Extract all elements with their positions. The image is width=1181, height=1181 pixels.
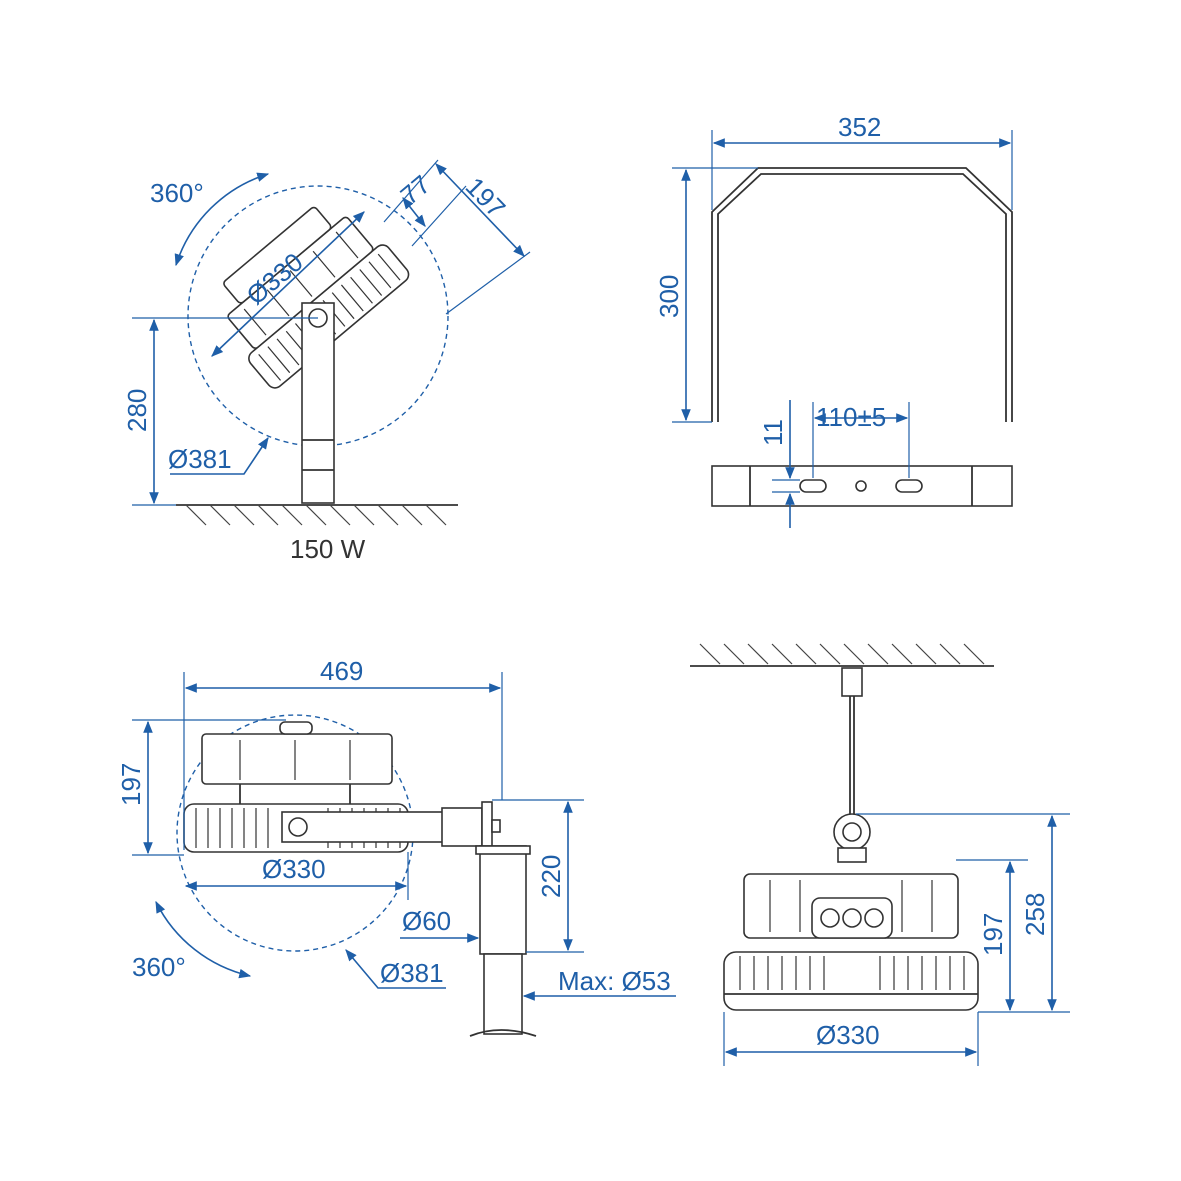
swing-circle: [187, 185, 449, 447]
tilt-depth-label: 197: [460, 171, 512, 223]
pole-swing-diameter-label: Ø381: [380, 958, 444, 988]
pendant-view: 197 258 Ø330: [690, 643, 1070, 1066]
mounting-slot-right: [895, 479, 923, 493]
bracket-view: 352 300 110±5 11: [654, 112, 1013, 528]
bracket-height-label: 300: [654, 275, 684, 318]
mounting-slot-left: [799, 479, 827, 493]
mount-tube: [479, 845, 527, 955]
pole-length-label: 469: [320, 656, 363, 686]
center-hole: [855, 480, 867, 492]
pendant-total-height-label: 258: [1020, 893, 1050, 936]
pole-body-diameter-label: Ø330: [262, 854, 326, 884]
pole-mount-view: 469 197 Ø330 360° Ø60 Ø381 220 Max: Ø53: [116, 656, 676, 1037]
support-pole: [483, 953, 523, 1035]
tilt-height-label: 280: [122, 389, 152, 432]
pendant-heat-sink: [723, 951, 979, 1011]
pendant-body-diameter-label: Ø330: [816, 1020, 880, 1050]
bracket-width-label: 352: [838, 112, 881, 142]
tilt-thickness-label: 77: [395, 169, 436, 211]
slot-spacing-label: 110±5: [816, 402, 886, 432]
max-pole-label: Max: Ø53: [558, 966, 671, 996]
tilt-rotation-label: 360°: [150, 178, 204, 208]
tube-diameter-label: Ø60: [402, 906, 451, 936]
u-bracket: [711, 167, 1013, 422]
tilt-mount-view: 360° Ø330 77 197 280 Ø381 150 W: [122, 159, 531, 564]
ceiling-fitting: [841, 667, 863, 697]
drop-label: 220: [536, 855, 566, 898]
power-rating-label: 150 W: [290, 534, 366, 564]
pole-rotation-label: 360°: [132, 952, 186, 982]
pole-height-label: 197: [116, 763, 146, 806]
mount-post: [301, 302, 335, 504]
slot-width-label: 11: [758, 419, 788, 446]
pendant-body-height-label: 197: [978, 913, 1008, 956]
driver-housing: [201, 733, 393, 785]
tilt-swing-diameter-label: Ø381: [168, 444, 232, 474]
